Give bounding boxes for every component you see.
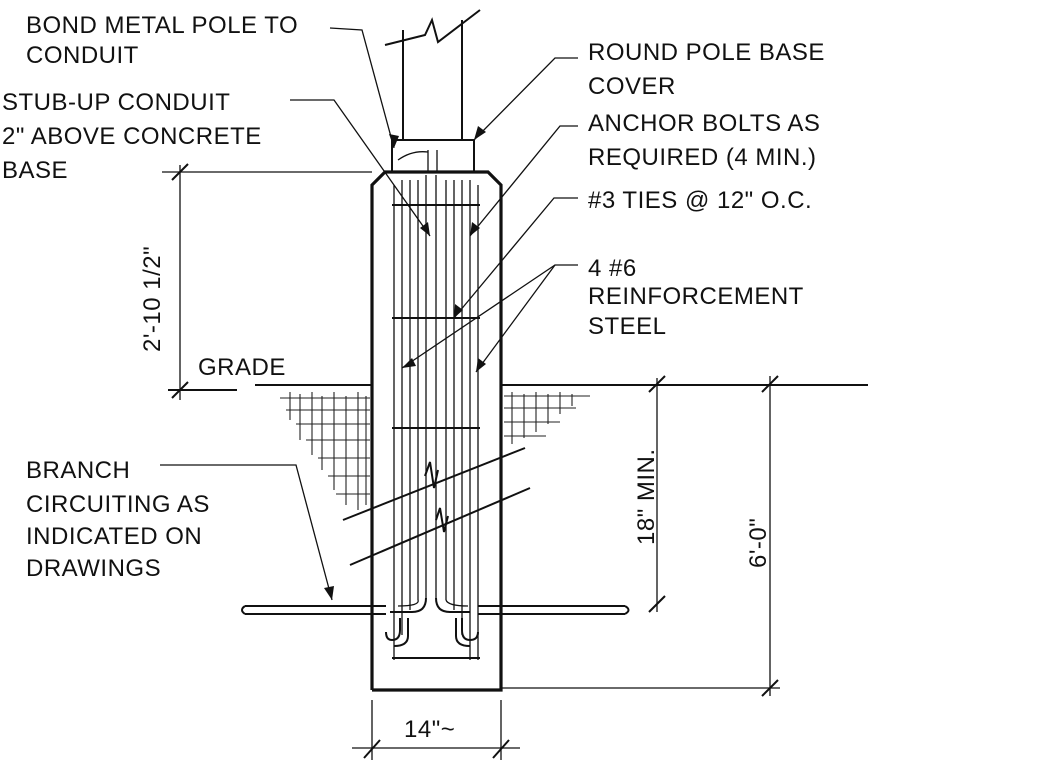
branch-conduit-sweep [342,447,531,566]
dimension-min-depth [648,375,666,613]
stub-up-label-line2: 2" ABOVE CONCRETE [2,123,262,150]
dimension-total-depth [501,375,780,697]
branch-label-line1: BRANCH [26,457,130,484]
branch-label: BRANCH CIRCUITING AS INDICATED ON DRAWIN… [26,457,210,582]
cover-label: ROUND POLE BASE COVER [588,39,825,100]
reinforcement-label: 4 #6 REINFORCEMENT STEEL [588,255,804,340]
dimension-width [352,700,520,760]
cover-label-line1: ROUND POLE BASE [588,39,825,66]
concrete-base [370,170,503,692]
branch-circuiting-conduit [241,605,630,615]
grade-label: GRADE [198,354,286,381]
anchor-bolt-hooks [385,618,479,647]
soil-hatch-right [504,392,590,444]
grade-line [168,384,868,391]
anchor-bolts-label: ANCHOR BOLTS AS REQUIRED (4 MIN.) [588,110,820,171]
stub-up-label-line3: BASE [2,157,68,184]
leader-arrowheads [324,126,486,600]
branch-label-line3: INDICATED ON [26,523,202,550]
stub-up-conduit [397,150,438,172]
bond-label-line1: BOND METAL POLE TO [26,12,298,39]
anchor-bolts-label-line2: REQUIRED (4 MIN.) [588,144,817,171]
dimension-width-label: 14"~ [404,716,455,743]
stub-up-label-line1: STUB-UP CONDUIT [2,89,230,116]
anchor-bolts-label-line1: ANCHOR BOLTS AS [588,110,820,137]
ties-label: #3 TIES @ 12" O.C. [588,187,812,214]
reinforcement-label-line1: 4 #6 [588,255,637,282]
dimension-min-depth-label: 18" MIN. [633,448,660,545]
reinforcement-label-line3: STEEL [588,313,667,340]
reinforcement-label-line2: REINFORCEMENT [588,283,804,310]
bond-label: BOND METAL POLE TO CONDUIT [26,12,298,69]
metal-pole [384,9,481,140]
dimension-above-grade [162,163,372,400]
bond-label-line2: CONDUIT [26,42,139,69]
branch-label-line2: CIRCUITING AS [26,491,210,518]
tie-lines [392,204,480,659]
reinforcement-bars [390,175,479,660]
leader-lines [160,27,578,601]
dimension-above-grade-label: 2'-10 1/2" [139,246,166,352]
dimension-total-depth-label: 6'-0" [745,518,772,568]
stub-up-label: STUB-UP CONDUIT 2" ABOVE CONCRETE BASE [2,89,262,184]
branch-label-line4: DRAWINGS [26,555,161,582]
cover-label-line2: COVER [588,73,676,100]
soil-hatch-left [280,392,370,510]
